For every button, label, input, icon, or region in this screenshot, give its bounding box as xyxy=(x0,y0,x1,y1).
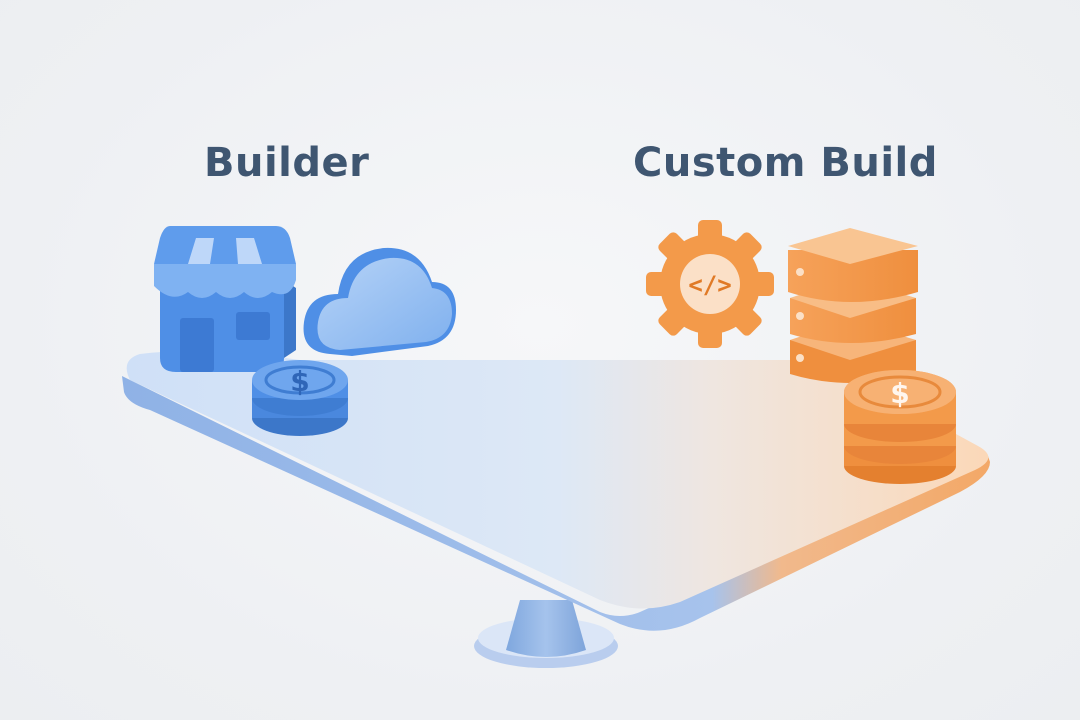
coin-stack-icon-right: $ xyxy=(844,370,956,484)
left-coin-symbol: $ xyxy=(290,365,309,398)
code-symbol: </> xyxy=(688,271,731,299)
builder-label: Builder xyxy=(204,140,370,186)
scale-base xyxy=(474,600,618,668)
storefront-icon xyxy=(154,226,296,372)
server-stack-icon xyxy=(788,228,918,383)
cloud-icon xyxy=(303,247,456,356)
coin-stack-icon: $ xyxy=(252,360,348,436)
gear-code-icon: </> xyxy=(646,220,774,348)
right-coin-symbol: $ xyxy=(890,377,909,410)
custom-build-label: Custom Build xyxy=(633,140,938,186)
